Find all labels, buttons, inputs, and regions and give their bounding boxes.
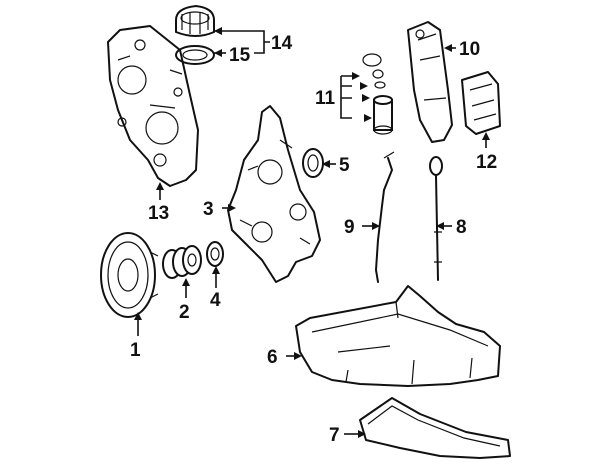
part-timing-cover[interactable] — [107, 25, 199, 187]
arrowheads — [134, 27, 490, 438]
callout-7: 7 — [329, 425, 340, 446]
callout-10: 10 — [459, 39, 480, 60]
callout-4: 4 — [210, 290, 221, 311]
callout-5: 5 — [339, 155, 350, 176]
part-front-seal[interactable] — [302, 148, 324, 178]
part-dipstick[interactable] — [429, 156, 443, 281]
part-oil-pan-gasket[interactable] — [359, 397, 511, 459]
part-cap-seal[interactable] — [175, 45, 215, 65]
callout-14: 14 — [271, 33, 293, 54]
callout-13: 13 — [148, 203, 169, 224]
callout-11: 11 — [315, 88, 336, 109]
callout-9: 9 — [344, 217, 355, 238]
part-oil-filter-housing[interactable] — [407, 21, 453, 143]
part-timing-chain-case[interactable] — [227, 105, 321, 283]
part-crankshaft-pulley[interactable] — [100, 232, 159, 318]
part-oil-cooler[interactable] — [461, 71, 501, 135]
callout-8: 8 — [456, 217, 467, 238]
callout-6: 6 — [267, 347, 278, 368]
part-crank-seal[interactable] — [206, 241, 224, 267]
callout-3: 3 — [203, 199, 214, 220]
callout-2: 2 — [179, 302, 190, 323]
callout-12: 12 — [476, 152, 497, 173]
part-crank-sprocket[interactable] — [162, 245, 202, 279]
part-dipstick-tube[interactable] — [375, 151, 395, 283]
part-oil-pan[interactable] — [295, 285, 501, 387]
callout-1: 1 — [130, 340, 141, 361]
callout-15: 15 — [229, 45, 251, 66]
part-oil-filler-cap[interactable] — [175, 4, 215, 37]
part-oil-filter-element[interactable] — [362, 53, 393, 135]
